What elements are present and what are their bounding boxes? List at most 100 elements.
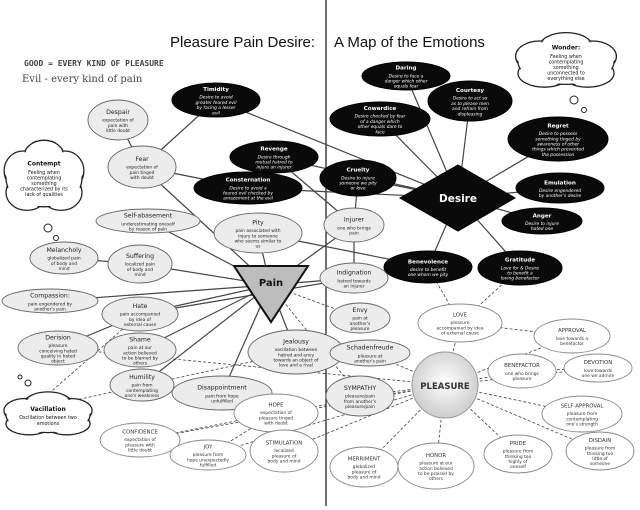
node-text: one who brings <box>337 225 371 231</box>
cloud-tail <box>581 107 587 113</box>
node-text: pain <box>349 231 359 237</box>
node-text: one who brings <box>505 371 539 377</box>
node-shape <box>193 171 303 205</box>
node-text: pain associated with <box>235 228 280 234</box>
node-text: pleasure from <box>567 411 598 417</box>
node-text: displeasing <box>458 111 483 117</box>
node-title: CONFIDENCE <box>122 430 158 436</box>
node-shape <box>563 353 633 383</box>
node-text: Desire to possess <box>539 131 578 137</box>
node-text: unfulfilled <box>211 399 233 405</box>
node-text: body and mind <box>348 475 381 481</box>
node-shape <box>383 250 473 284</box>
node-title: Disappointment <box>197 384 247 391</box>
node-text: Feeling when <box>28 170 60 176</box>
node-text: one's strength <box>566 422 598 428</box>
title-left: Pleasure Pain Desire: <box>170 34 316 51</box>
node-text: something <box>31 181 56 187</box>
node-text: Desire engendered <box>539 188 581 194</box>
node-shape <box>249 429 319 473</box>
node-text: injure an injurer <box>256 165 292 171</box>
node-text: awareness of other <box>537 142 580 148</box>
cloud-tail <box>43 223 53 233</box>
node-shape <box>99 422 181 458</box>
node-text: Desire to act so <box>453 96 488 102</box>
node-text: pleasure from <box>193 452 224 458</box>
node-text: greater feared evil <box>196 100 238 106</box>
node-text: and refrain from <box>452 106 488 112</box>
node-text: us <box>255 245 261 250</box>
node-text: who seems similar to <box>235 239 282 245</box>
node-title: Pity <box>252 219 264 226</box>
node-text: pain tinged <box>130 170 155 176</box>
node-text: fulfilled <box>200 463 216 469</box>
node-text: contemplating <box>549 59 584 65</box>
node-text: action believed <box>419 466 453 472</box>
node-shape <box>229 140 319 174</box>
node-text: evil <box>212 110 221 116</box>
cloud-wonder: Wonder:Feeling whencontemplatingsomethin… <box>514 31 618 113</box>
node-text: amazement at the evil <box>223 196 273 202</box>
node-title: BENEFACTOR <box>504 363 540 369</box>
cloud-tail <box>53 235 59 241</box>
node-text: by idea of <box>129 317 151 323</box>
node-text: pain engendered by <box>28 301 72 307</box>
node-text: mutual hatred to <box>255 160 292 166</box>
cloud-fill <box>7 398 89 432</box>
cloud-tail <box>17 374 23 380</box>
node-text: Desire to injure <box>341 175 375 181</box>
node-title: Melancholy <box>46 247 81 254</box>
node-text: pleasure <box>351 326 370 332</box>
node-text: Desire through <box>258 154 291 160</box>
node-text: other equals dare to <box>358 124 403 130</box>
node-text: expectation of <box>126 165 158 171</box>
desire-hub: Desire <box>398 164 516 232</box>
node-title: PRIDE <box>510 441 527 447</box>
node-text: pleasure tinged <box>259 415 293 421</box>
node-text: by facing a lesser <box>197 105 237 111</box>
node-title: SYMPATHY <box>344 385 377 392</box>
node-text: something tinged by <box>535 136 581 142</box>
node-shape <box>325 375 395 417</box>
node-title: HONOR <box>426 453 447 459</box>
node-title: Humility <box>129 374 155 381</box>
node-shape <box>477 250 563 286</box>
node-text: highly of <box>508 459 527 465</box>
node-text: everything else <box>547 76 584 82</box>
node-title: Benevolence <box>408 259 448 265</box>
node-shape <box>417 303 503 343</box>
desire-label: Desire <box>439 193 477 205</box>
pain-triangle <box>232 265 310 324</box>
node-text: hatred and envy <box>278 352 315 358</box>
node-text: love towards <box>584 368 613 374</box>
node-text: object <box>51 359 65 365</box>
node-text: pleasure from <box>585 446 616 452</box>
node-title: Anger <box>533 213 552 219</box>
node-text: pleasure at <box>358 353 383 359</box>
node-title: Derision <box>45 334 71 341</box>
node-title: Shame <box>129 336 151 343</box>
node-title: Timidity <box>203 87 229 93</box>
node-text: others <box>133 361 148 367</box>
node-text: as to please men <box>451 101 489 107</box>
node-text: conceiving hated <box>39 348 77 354</box>
pleasure-circle <box>411 351 479 419</box>
node-text: benefactor <box>560 341 584 347</box>
node-shape <box>501 207 583 235</box>
node-text: pleasure from <box>503 449 534 455</box>
node-title: Envy <box>352 307 367 314</box>
node-text: pain at our <box>128 345 152 351</box>
connector <box>215 99 459 199</box>
